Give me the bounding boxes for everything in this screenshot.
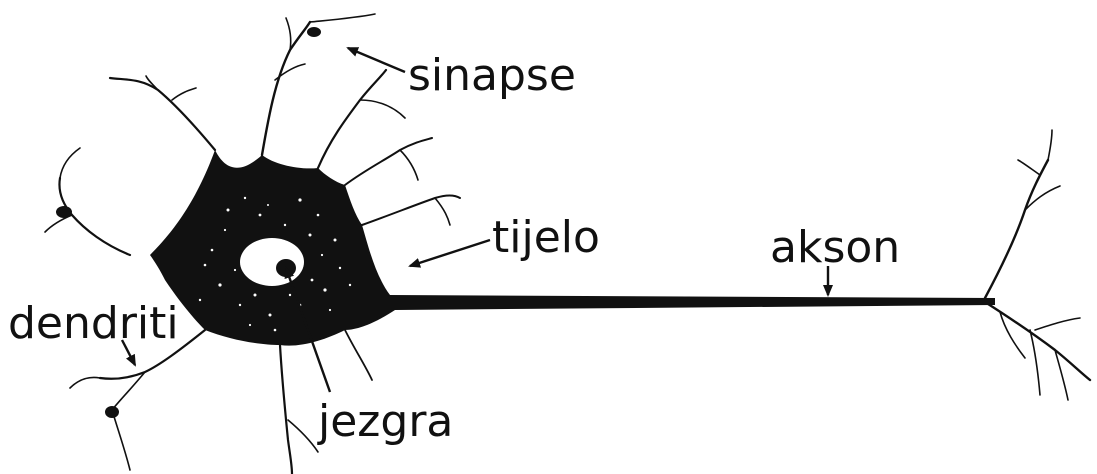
cytoplasm-speckles	[198, 196, 352, 332]
arrow-body	[408, 238, 491, 268]
dendrite-branches	[44, 13, 1092, 474]
label-synapse: sinapse	[408, 50, 576, 101]
arrow-synapse	[346, 46, 406, 74]
labels: sinapse tijelo akson dendriti jezgra	[8, 50, 900, 447]
label-dendrites: dendriti	[8, 298, 179, 349]
label-axon: akson	[770, 222, 900, 273]
nucleus	[240, 238, 304, 286]
synapse-knobs	[56, 27, 321, 418]
arrow-dendrites	[120, 339, 137, 367]
pointer-arrows	[120, 46, 833, 393]
label-nucleus: jezgra	[317, 396, 453, 447]
arrow-nucleus	[284, 266, 332, 393]
label-body: tijelo	[492, 212, 600, 263]
cell-body	[150, 150, 995, 346]
